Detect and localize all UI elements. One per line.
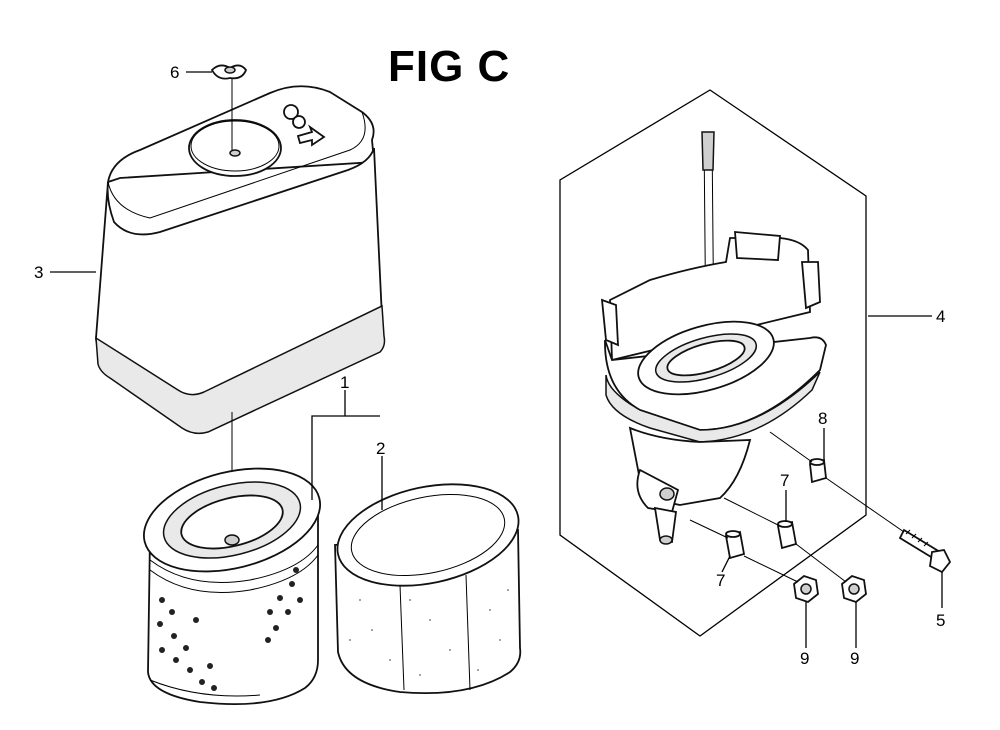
callout-5: 5 (936, 611, 945, 630)
callout-7-lower: 7 (716, 571, 725, 590)
collar-part-7a (776, 520, 798, 550)
nut-part-9a (793, 574, 819, 604)
callout-6: 6 (170, 63, 179, 82)
arrow-emblem (283, 104, 326, 147)
callout-4: 4 (936, 307, 945, 326)
figure-title: FIG C (388, 42, 511, 91)
callout-8: 8 (818, 409, 827, 428)
air-cleaner-case-assembly (559, 89, 952, 637)
paper-filter-part (143, 467, 321, 706)
foam-prefilter-part (334, 483, 522, 695)
collar-part-7b (724, 530, 746, 560)
wing-nut-part (210, 64, 248, 80)
callout-7-upper: 7 (780, 471, 789, 490)
bolt-part (898, 528, 952, 574)
air-cleaner-case-part (600, 231, 827, 545)
collar-part-8 (809, 458, 827, 484)
nut-part-9b (841, 574, 867, 604)
air-cleaner-cover-part (95, 78, 386, 515)
callout-3: 3 (34, 263, 43, 282)
callout-1: 1 (340, 373, 349, 392)
callout-9-left: 9 (800, 649, 809, 668)
callout-9-right: 9 (850, 649, 859, 668)
callout-2: 2 (376, 439, 385, 458)
